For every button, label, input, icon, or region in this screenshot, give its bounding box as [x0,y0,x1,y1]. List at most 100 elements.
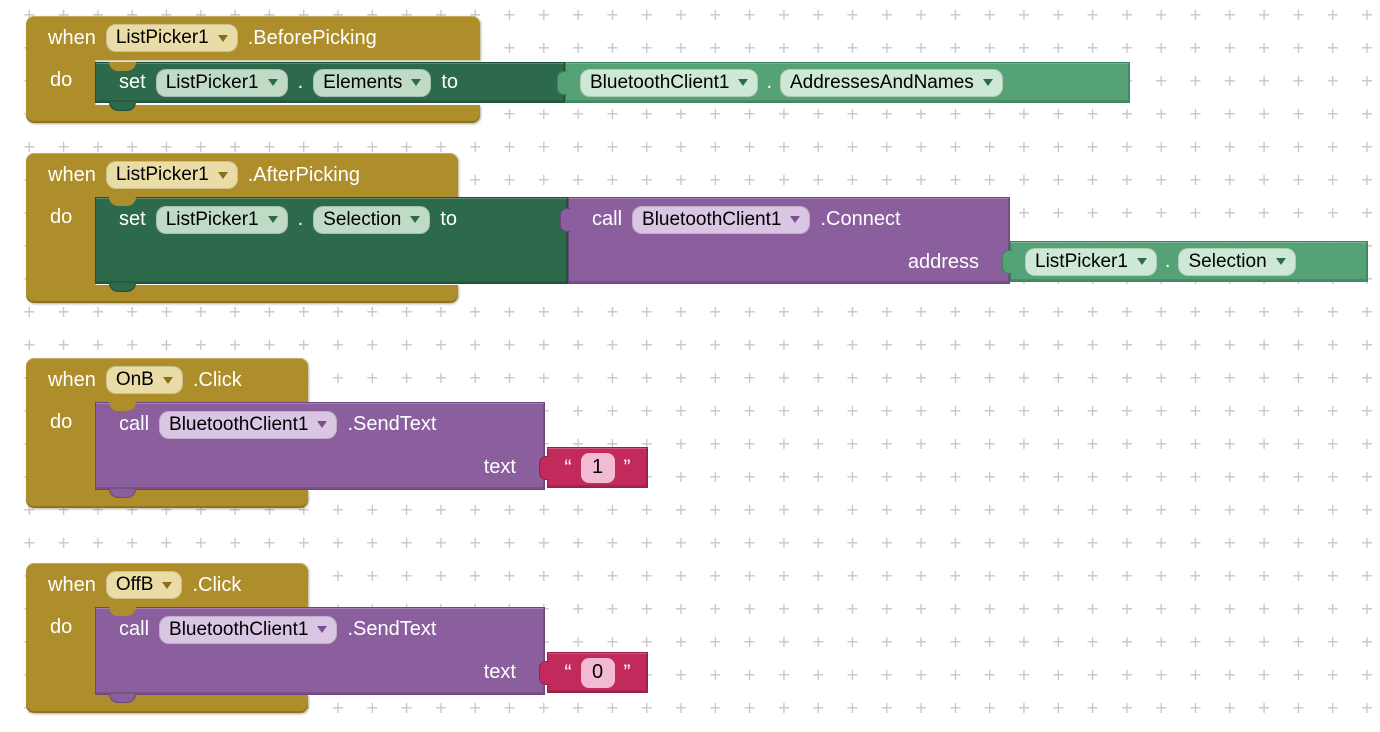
do-column[interactable]: do [26,607,95,695]
when-row[interactable]: when ListPicker1 .BeforePicking [26,16,480,60]
component-dropdown[interactable]: BluetoothClient1 [580,68,759,97]
grid-plus-mark: + [1017,401,1031,420]
grid-plus-mark: + [708,533,722,552]
do-column[interactable]: do [26,60,95,105]
event-block-bottom[interactable] [26,695,308,713]
component-dropdown[interactable]: ListPicker1 [155,205,288,234]
component-dropdown[interactable]: ListPicker1 [105,24,238,52]
grid-plus-mark: + [811,401,825,420]
grid-plus-mark: + [1120,566,1134,585]
event-block-onb-click[interactable]: when OnB .Click do [26,358,648,508]
component-dropdown[interactable]: ListPicker1 [1025,247,1157,276]
grid-plus-mark: + [1360,302,1374,321]
grid-plus-mark: + [708,335,722,354]
when-row[interactable]: when ListPicker1 .AfterPicking [26,153,458,197]
grid-plus-mark: + [1223,500,1237,519]
grid-plus-mark: + [674,533,688,552]
dropdown-arrow-icon [317,626,328,633]
grid-plus-mark: + [880,467,894,486]
grid-plus-mark: + [639,632,654,651]
component-dropdown[interactable]: OffB [105,571,183,599]
grid-plus-mark: + [1017,599,1031,618]
property-dropdown[interactable]: Elements [313,68,432,97]
dot-separator: . [766,71,772,93]
component-dropdown[interactable]: BluetoothClient1 [632,205,811,234]
component-dropdown[interactable]: ListPicker1 [155,68,288,97]
grid-plus-mark: + [742,599,757,618]
grid-plus-mark: + [605,632,620,651]
grid-plus-mark: + [1051,5,1065,24]
call-block-connect[interactable]: call BluetoothClient1 .Connect address [560,197,1010,284]
grid-plus-mark: + [0,205,2,221]
grid-plus-mark: + [948,533,963,552]
grid-plus-mark: + [468,170,482,189]
call-block-sendtext-1[interactable]: call BluetoothClient1 .SendText text [95,402,545,498]
grid-plus-mark: + [468,500,482,519]
grid-plus-mark: + [1120,632,1134,651]
event-block-bottom[interactable] [26,490,308,508]
grid-plus-mark: + [811,5,825,24]
component-dropdown[interactable]: OnB [105,366,183,394]
grid-plus-mark: + [880,170,894,189]
grid-plus-mark: + [571,533,585,552]
grid-plus-mark: + [571,500,585,519]
grid-plus-mark: + [1325,104,1340,123]
grid-plus-mark: + [502,368,517,387]
grid-plus-mark: + [1360,170,1374,189]
when-row[interactable]: when OffB .Click [26,563,308,607]
component-dropdown[interactable]: ListPicker1 [105,161,238,189]
grid-plus-mark: + [742,368,757,387]
getter-block-addressesandnames[interactable]: BluetoothClient1 . AddressesAndNames [557,62,1130,103]
string-value-field[interactable]: 0 [580,657,615,688]
grid-plus-mark: + [1085,203,1100,222]
grid-plus-mark: + [948,698,963,717]
event-block-afterpicking[interactable]: when ListPicker1 .AfterPicking do [26,153,1368,303]
statement-notch [109,62,136,71]
grid-plus-mark: + [811,38,825,57]
event-block-bottom[interactable] [26,285,458,303]
property-dropdown[interactable]: Selection [313,205,431,234]
grid-plus-mark: + [708,170,722,189]
property-dropdown[interactable]: AddressesAndNames [780,68,1003,97]
event-block-beforepicking[interactable]: when ListPicker1 .BeforePicking do [26,16,1136,123]
grid-plus-mark: + [1360,500,1374,519]
event-block-offb-click[interactable]: when OffB .Click do [26,563,648,713]
grid-plus-mark: + [1154,632,1168,651]
grid-plus-mark: + [948,170,963,189]
set-block-selection[interactable]: set ListPicker1 . Selection to [95,197,568,292]
string-value-field[interactable]: 1 [580,452,615,483]
grid-plus-mark: + [914,38,928,57]
grid-plus-mark: + [1360,467,1374,486]
grid-plus-mark: + [571,104,585,123]
string-block-1[interactable]: “ 1 ” [539,447,648,488]
grid-plus-mark: + [880,599,894,618]
grid-plus-mark: + [1120,533,1134,552]
grid-plus-mark: + [1325,632,1340,651]
grid-plus-mark: + [811,434,825,453]
grid-plus-mark: + [1017,434,1031,453]
property-dropdown[interactable]: Selection [1178,247,1296,276]
grid-plus-mark: + [262,335,277,354]
event-block-bottom[interactable] [26,105,480,123]
call-block-sendtext-0[interactable]: call BluetoothClient1 .SendText text [95,607,545,703]
grid-plus-mark: + [1360,71,1374,90]
grid-plus-mark: + [262,533,277,552]
when-row[interactable]: when OnB .Click [26,358,308,402]
component-dropdown[interactable]: BluetoothClient1 [159,615,338,644]
grid-plus-mark: + [674,698,688,717]
grid-plus-mark: + [811,665,825,684]
grid-plus-mark: + [845,599,860,618]
set-block-elements[interactable]: set ListPicker1 . Elements to [95,62,565,111]
grid-plus-mark: + [1257,467,1271,486]
do-column[interactable]: do [26,197,95,285]
grid-plus-mark: + [742,434,757,453]
grid-plus-mark: + [845,698,860,717]
do-column[interactable]: do [26,402,95,490]
grid-plus-mark: + [880,5,894,24]
component-dropdown[interactable]: BluetoothClient1 [159,410,338,439]
grid-plus-mark: + [1291,434,1306,453]
string-block-0[interactable]: “ 0 ” [539,652,648,693]
grid-plus-mark: + [1325,698,1340,717]
getter-block-selection[interactable]: ListPicker1 . Selection [1002,241,1368,282]
dropdown-arrow-icon [162,376,173,384]
